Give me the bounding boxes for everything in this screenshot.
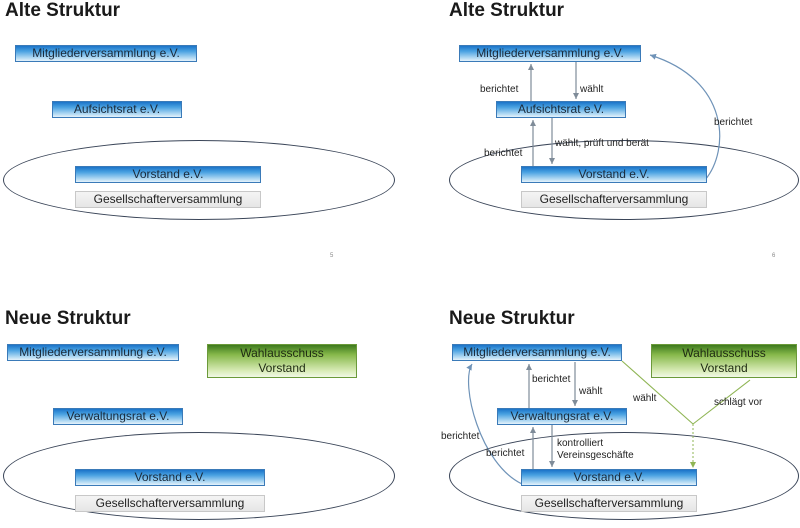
label-reports: berichtet <box>714 117 753 128</box>
company-ellipse <box>3 432 395 520</box>
label-reports: berichtet <box>484 148 523 159</box>
slide-title: Neue Struktur <box>5 308 131 329</box>
supervisory-board-box: Aufsichtsrat e.V. <box>52 101 182 118</box>
board-box: Vorstand e.V. <box>521 166 707 183</box>
member-assembly-box: Mitgliederversammlung e.V. <box>452 344 622 361</box>
label-controls-line2: Vereinsgeschäfte <box>557 450 634 461</box>
election-committee-box: Wahlausschuss Vorstand <box>651 344 797 378</box>
board-box: Vorstand e.V. <box>75 469 265 486</box>
arrow-board-reports-members <box>466 363 523 485</box>
board-box: Vorstand e.V. <box>521 469 697 486</box>
shareholders-meeting-box: Gesellschafterversammlung <box>521 495 697 512</box>
label-reports: berichtet <box>486 448 525 459</box>
slide-title: Alte Struktur <box>449 0 565 21</box>
label-elects: wählt <box>633 393 657 404</box>
relationship-arrows <box>466 360 751 485</box>
relationship-arrows <box>528 53 721 181</box>
line-elects-committee <box>621 360 694 425</box>
page-number: 6 <box>772 253 776 259</box>
shareholders-meeting-box: Gesellschafterversammlung <box>75 191 261 208</box>
line-proposes <box>692 379 751 425</box>
slide-title: Alte Struktur <box>5 0 121 21</box>
label-controls-line1: kontrolliert <box>557 438 604 449</box>
administrative-board-box: Verwaltungsrat e.V. <box>497 408 627 425</box>
slide-new-structure-detailed: Neue Struktur Mitgliedervers <box>400 264 800 528</box>
label-reports: berichtet <box>532 374 571 385</box>
election-committee-line2: Vorstand <box>258 361 306 375</box>
label-elects-checks-advises: wählt, prüft und berät <box>555 138 649 149</box>
member-assembly-box: Mitgliederversammlung e.V. <box>15 45 197 62</box>
administrative-board-box: Verwaltungsrat e.V. <box>53 408 183 425</box>
label-elects: wählt <box>579 386 603 397</box>
supervisory-board-box: Aufsichtsrat e.V. <box>496 101 626 118</box>
shareholders-meeting-box: Gesellschafterversammlung <box>521 191 707 208</box>
election-committee-line1: Wahlausschuss <box>240 346 324 360</box>
company-ellipse <box>449 432 799 520</box>
label-elects: wählt <box>580 84 604 95</box>
election-committee-box: Wahlausschuss Vorstand <box>207 344 357 378</box>
member-assembly-box: Mitgliederversammlung e.V. <box>459 45 641 62</box>
company-ellipse <box>3 140 395 220</box>
election-committee-line1: Wahlausschuss <box>682 346 766 360</box>
election-committee-line2: Vorstand <box>700 361 748 375</box>
label-reports: berichtet <box>480 84 519 95</box>
slide-old-structure-simple: Alte Struktur Mitgliederversammlung e.V.… <box>0 0 400 264</box>
member-assembly-box: Mitgliederversammlung e.V. <box>7 344 179 361</box>
slide-new-structure-simple: Neue Struktur Mitgliederversammlung e.V.… <box>0 264 400 528</box>
page-number: 5 <box>330 253 334 259</box>
label-reports: berichtet <box>441 431 480 442</box>
slide-old-structure-detailed: Alte Struktur Mitgliederversammlung e.V.… <box>400 0 800 264</box>
company-ellipse <box>449 140 799 220</box>
board-box: Vorstand e.V. <box>75 166 261 183</box>
shareholders-meeting-box: Gesellschafterversammlung <box>75 495 265 512</box>
arrow-board-reports-members <box>649 53 721 181</box>
slide-title: Neue Struktur <box>449 308 575 329</box>
label-proposes: schlägt vor <box>714 397 763 408</box>
